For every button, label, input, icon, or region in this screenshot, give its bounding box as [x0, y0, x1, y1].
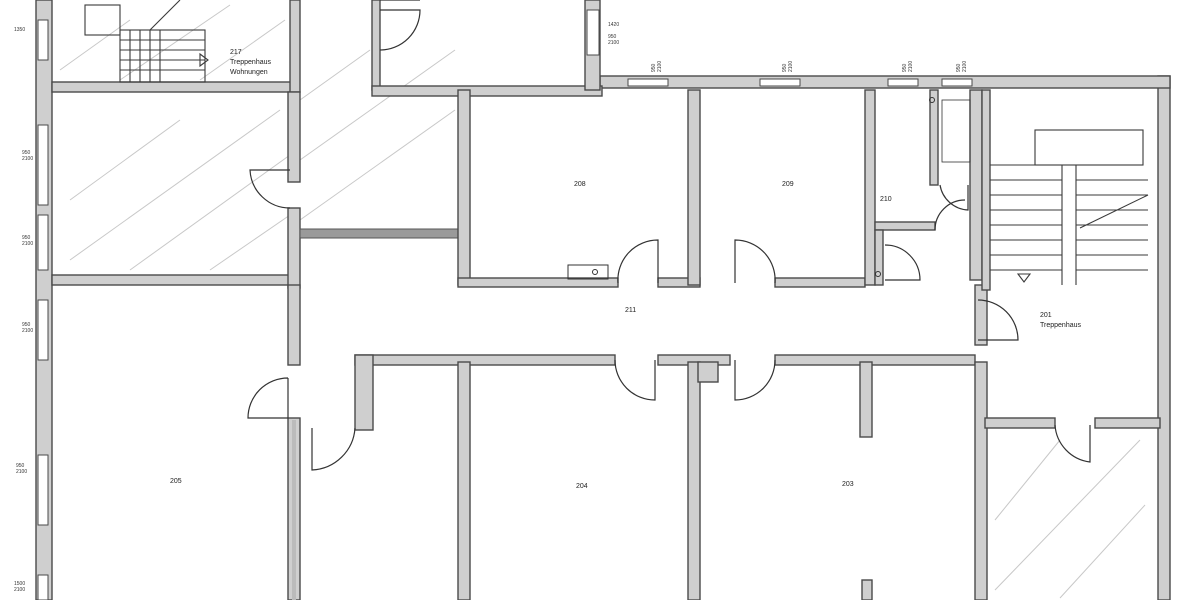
interior-walls: [51, 0, 1161, 600]
window-label-top5b: 2100: [908, 61, 914, 72]
hatching-room-upper-left: [69, 49, 456, 271]
room-217-number: 217: [230, 49, 242, 56]
room-217-line2: Wohnungen: [230, 69, 268, 76]
window-label-top1: 1420: [608, 22, 619, 28]
exterior-wall-left: [35, 0, 53, 600]
room-201-number: 201: [1040, 312, 1052, 319]
window-label-top6b: 2100: [962, 61, 968, 72]
window-label-2b: 2100: [22, 156, 33, 162]
hatching-room-lower-right: [994, 439, 1146, 599]
window-label-top3a: 950: [651, 63, 657, 72]
window-label-5b: 2100: [16, 469, 27, 475]
window-label-top5a: 950: [902, 63, 908, 72]
window-label-top6a: 950: [956, 63, 962, 72]
room-205-number: 205: [170, 478, 182, 485]
room-204-number: 204: [576, 483, 588, 490]
window-label-4b: 2100: [22, 328, 33, 334]
window-label-top2b: 2100: [608, 40, 619, 46]
top-windows: [586, 9, 973, 87]
room-209-number: 209: [782, 181, 794, 188]
window-label-4a: 950: [22, 322, 31, 328]
stairs-217: [84, 0, 209, 83]
window-label-top3b: 2100: [657, 61, 663, 72]
window-label-5a: 950: [16, 463, 25, 469]
room-210-number: 210: [880, 196, 892, 203]
room-211-number: 211: [625, 307, 636, 314]
window-label-1: 1350: [14, 27, 25, 33]
window-label-6b: 2100: [14, 587, 25, 593]
fixtures: [292, 97, 971, 600]
hatching-room-217: [59, 4, 286, 81]
window-label-3b: 2100: [22, 241, 33, 247]
room-217-line1: Treppenhaus: [230, 59, 271, 66]
window-label-6a: 1500: [14, 581, 25, 587]
window-label-top2a: 950: [608, 34, 617, 40]
exterior-wall-right: [599, 75, 1171, 600]
window-label-3a: 950: [22, 235, 31, 241]
window-label-2a: 950: [22, 150, 31, 156]
doors: [247, 0, 1091, 471]
room-201-line1: Treppenhaus: [1040, 322, 1081, 329]
stairs-201: [990, 129, 1149, 285]
window-label-top4a: 950: [782, 63, 788, 72]
room-208-number: 208: [574, 181, 586, 188]
window-label-top4b: 2100: [788, 61, 794, 72]
room-203-number: 203: [842, 481, 854, 488]
